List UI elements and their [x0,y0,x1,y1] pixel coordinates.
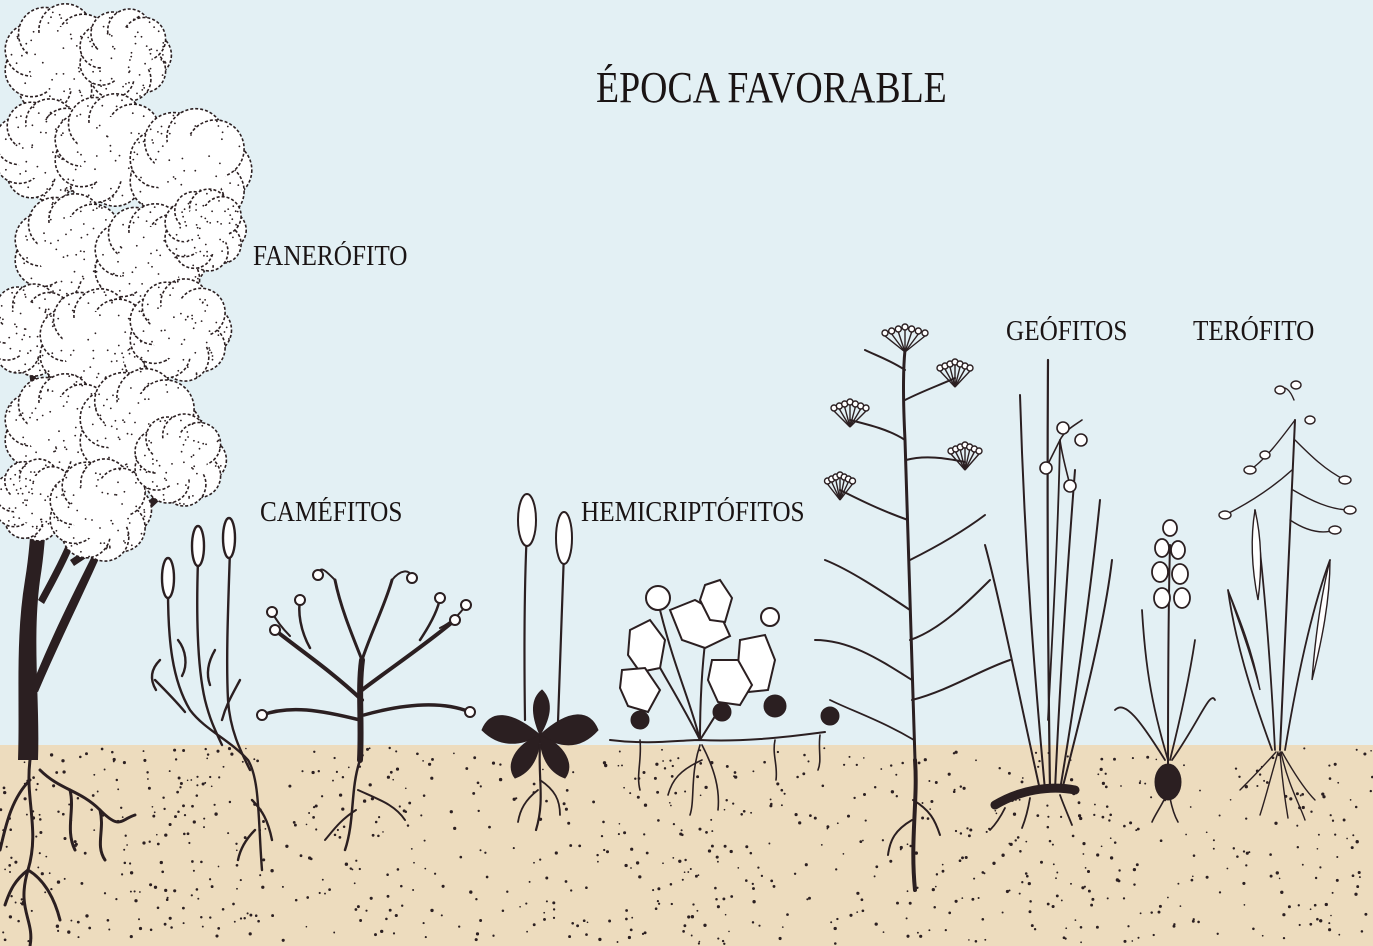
camefitos-shrub [257,570,475,850]
tree-roots [0,760,135,946]
label-hemicriptofitos: HEMICRIPTÓFITOS [581,497,805,529]
label-terofito: TERÓFITO [1193,316,1314,348]
page-title: ÉPOCA FAVORABLE [596,62,947,113]
tree-foliage [0,4,252,561]
label-camefitos: CAMÉFITOS [260,497,402,529]
terofito-grass [1219,381,1356,820]
geofitos-muscari [1115,520,1215,822]
camefitos-lavender [152,518,272,870]
hemicriptofitos-fennel [815,350,1010,890]
geofitos-plant [985,360,1112,830]
hemicriptofitos-strawberry [610,580,839,815]
label-geofitos: GEÓFITOS [1006,316,1127,348]
label-fanerofito: FANERÓFITO [253,241,407,273]
